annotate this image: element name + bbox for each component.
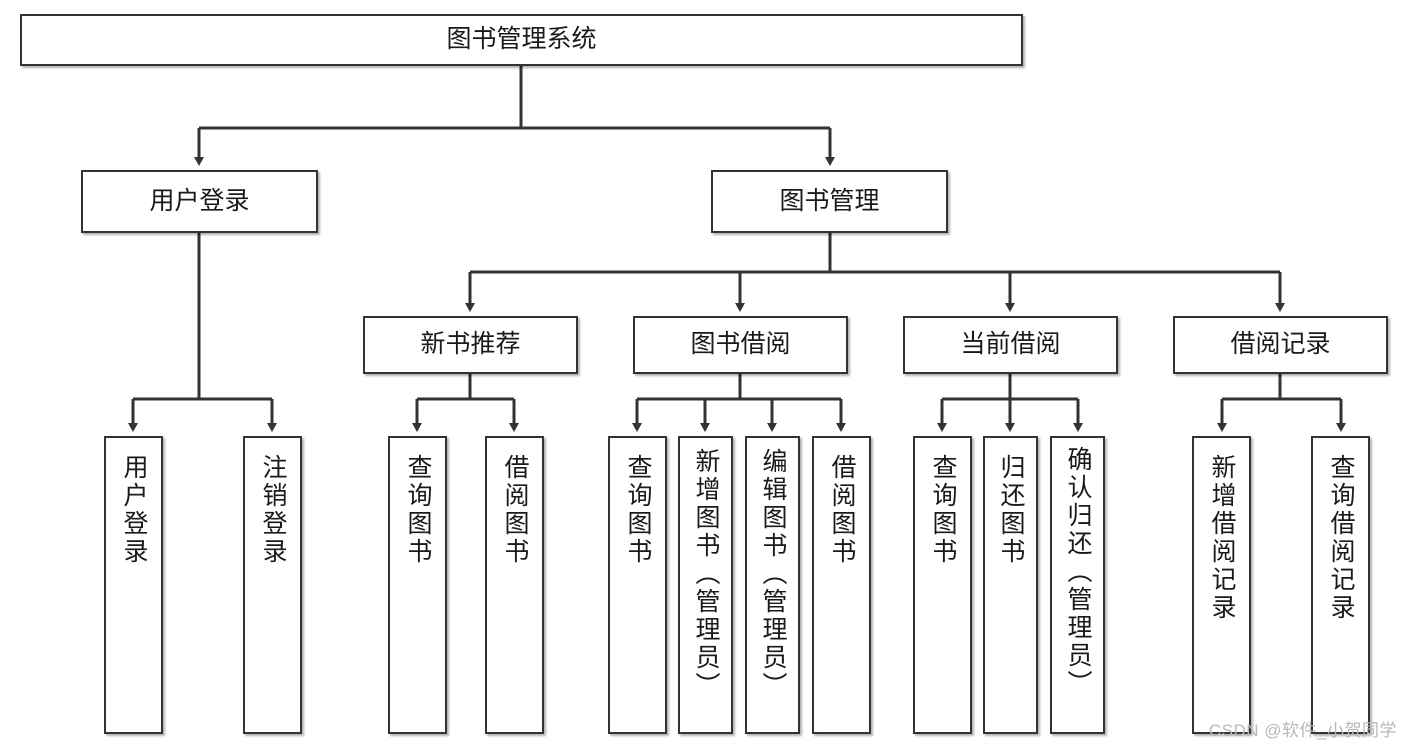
node-leaf-borrow-book-1[interactable]: 借阅图书 xyxy=(485,436,544,734)
node-leaf-query-book-1[interactable]: 查询图书 xyxy=(388,436,447,734)
node-book-borrow[interactable]: 图书借阅 xyxy=(633,316,848,374)
node-leaf-borrow-book-1-label: 借阅图书 xyxy=(501,454,529,566)
node-leaf-return-book[interactable]: 归还图书 xyxy=(983,436,1038,734)
node-book-management[interactable]: 图书管理 xyxy=(711,170,948,233)
node-leaf-add-record[interactable]: 新增借阅记录 xyxy=(1192,436,1251,734)
node-leaf-query-book-3-label: 查询图书 xyxy=(929,454,957,566)
node-leaf-user-login-label: 用户登录 xyxy=(120,454,148,566)
node-leaf-add-book-label: 新增图书（管理员） xyxy=(692,448,720,700)
node-leaf-confirm-return-label: 确认归还（管理员） xyxy=(1064,446,1092,698)
node-book-borrow-label: 图书借阅 xyxy=(690,330,791,359)
node-leaf-logout-login-label: 注销登录 xyxy=(259,454,287,566)
node-leaf-logout-login[interactable]: 注销登录 xyxy=(243,436,302,734)
node-current-borrow-label: 当前借阅 xyxy=(960,330,1061,359)
node-leaf-edit-book[interactable]: 编辑图书（管理员） xyxy=(745,436,800,734)
node-borrow-record-label: 借阅记录 xyxy=(1230,330,1331,359)
node-user-login[interactable]: 用户登录 xyxy=(81,170,318,233)
node-root-label: 图书管理系统 xyxy=(446,25,597,54)
node-leaf-return-book-label: 归还图书 xyxy=(997,454,1025,566)
node-leaf-query-record-label: 查询借阅记录 xyxy=(1327,454,1355,622)
node-leaf-add-record-label: 新增借阅记录 xyxy=(1208,454,1236,622)
node-user-login-label: 用户登录 xyxy=(149,186,250,215)
node-leaf-borrow-book-2[interactable]: 借阅图书 xyxy=(812,436,871,734)
node-leaf-user-login[interactable]: 用户登录 xyxy=(104,436,163,734)
node-leaf-query-book-3[interactable]: 查询图书 xyxy=(913,436,972,734)
node-leaf-edit-book-label: 编辑图书（管理员） xyxy=(759,448,787,700)
node-leaf-query-book-2-label: 查询图书 xyxy=(624,454,652,566)
node-leaf-query-book-2[interactable]: 查询图书 xyxy=(608,436,667,734)
csdn-watermark: CSDN @软件_小贺同学 xyxy=(1208,721,1397,740)
node-current-borrow[interactable]: 当前借阅 xyxy=(903,316,1118,374)
node-leaf-borrow-book-2-label: 借阅图书 xyxy=(828,454,856,566)
node-book-management-label: 图书管理 xyxy=(779,186,880,215)
node-borrow-record[interactable]: 借阅记录 xyxy=(1173,316,1388,374)
node-leaf-add-book[interactable]: 新增图书（管理员） xyxy=(678,436,733,734)
node-leaf-confirm-return[interactable]: 确认归还（管理员） xyxy=(1050,436,1105,734)
node-root[interactable]: 图书管理系统 xyxy=(20,14,1023,66)
node-leaf-query-record[interactable]: 查询借阅记录 xyxy=(1311,436,1370,734)
node-new-book-recommend[interactable]: 新书推荐 xyxy=(363,316,578,374)
node-new-book-recommend-label: 新书推荐 xyxy=(420,330,521,359)
node-leaf-query-book-1-label: 查询图书 xyxy=(404,454,432,566)
